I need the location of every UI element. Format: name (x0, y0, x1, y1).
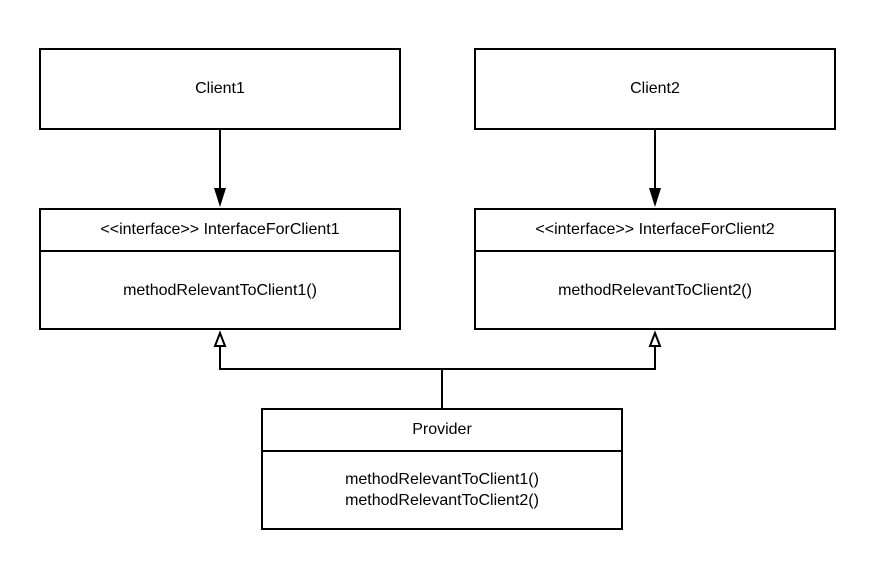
edge-provider-interface2 (442, 346, 656, 370)
interface-for-client1-box[interactable]: <<interface>> InterfaceForClient1 method… (39, 208, 401, 330)
client1-box[interactable]: Client1 (39, 48, 401, 130)
interface-for-client2-method: methodRelevantToClient2() (558, 281, 752, 299)
client2-box[interactable]: Client2 (474, 48, 836, 130)
client2-label: Client2 (630, 80, 680, 97)
client1-label: Client1 (195, 80, 245, 97)
interface-for-client2-box[interactable]: <<interface>> InterfaceForClient2 method… (474, 208, 836, 330)
interface-for-client1-header: <<interface>> InterfaceForClient1 (41, 210, 399, 252)
arrowhead-client1-interface1 (214, 188, 226, 207)
provider-method-2: methodRelevantToClient2() (345, 492, 539, 509)
hollow-arrowhead-interface1 (213, 330, 227, 347)
interface-for-client1-methods: methodRelevantToClient1() (41, 252, 399, 328)
edge-provider-interface1 (219, 346, 442, 370)
interface-for-client2-header: <<interface>> InterfaceForClient2 (476, 210, 834, 252)
provider-method-1: methodRelevantToClient1() (345, 471, 539, 488)
arrowhead-client2-interface2 (649, 188, 661, 207)
interface-for-client2-title: <<interface>> InterfaceForClient2 (535, 221, 775, 238)
provider-box[interactable]: Provider methodRelevantToClient1() metho… (261, 408, 623, 530)
hollow-arrowhead-interface2 (648, 330, 662, 347)
provider-header: Provider (263, 410, 621, 452)
provider-methods: methodRelevantToClient1() methodRelevant… (263, 452, 621, 528)
provider-title: Provider (412, 421, 472, 438)
interface-for-client1-method: methodRelevantToClient1() (123, 281, 317, 299)
interface-for-client1-title: <<interface>> InterfaceForClient1 (100, 221, 340, 238)
interface-for-client2-methods: methodRelevantToClient2() (476, 252, 834, 328)
